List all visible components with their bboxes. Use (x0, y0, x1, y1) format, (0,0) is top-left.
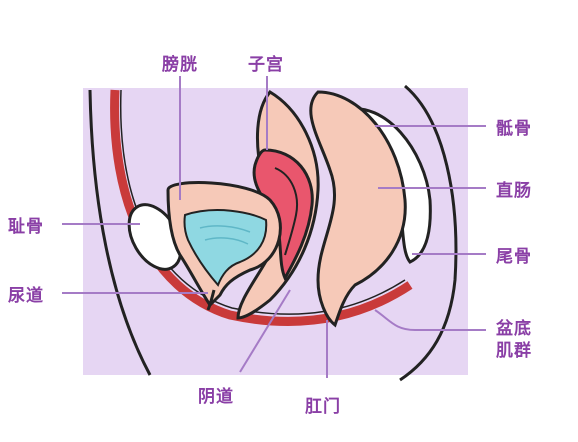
bladder-fluid-line-1 (199, 225, 251, 233)
label-sacrum: 骶骨 (496, 119, 532, 139)
body-outline-front (88, 89, 152, 376)
rectum (309, 90, 407, 328)
label-anus: 肛门 (305, 397, 341, 417)
label-rectum: 直肠 (496, 181, 532, 201)
label-uterus: 子宫 (248, 55, 284, 75)
bladder-fluid (183, 209, 268, 287)
pelvic-floor-muscle-outline (119, 89, 406, 315)
pelvic-floor-muscle (110, 89, 413, 326)
leader-vagina (239, 289, 291, 373)
label-urethra: 尿道 (8, 286, 44, 306)
label-pubis: 耻骨 (8, 217, 44, 237)
label-coccyx: 尾骨 (496, 247, 532, 267)
body-outline-back (399, 84, 458, 382)
label-vagina: 阴道 (198, 387, 234, 407)
leader-pelvic-floor (374, 309, 486, 331)
leader-lines (62, 76, 486, 378)
urethra (206, 289, 216, 311)
uterus (252, 148, 314, 282)
bladder-fluid-line-2 (204, 237, 249, 245)
label-pelvic-floor: 盆底 肌群 (496, 319, 532, 361)
uterus-inner (274, 167, 298, 256)
label-bladder: 膀胱 (162, 55, 198, 75)
